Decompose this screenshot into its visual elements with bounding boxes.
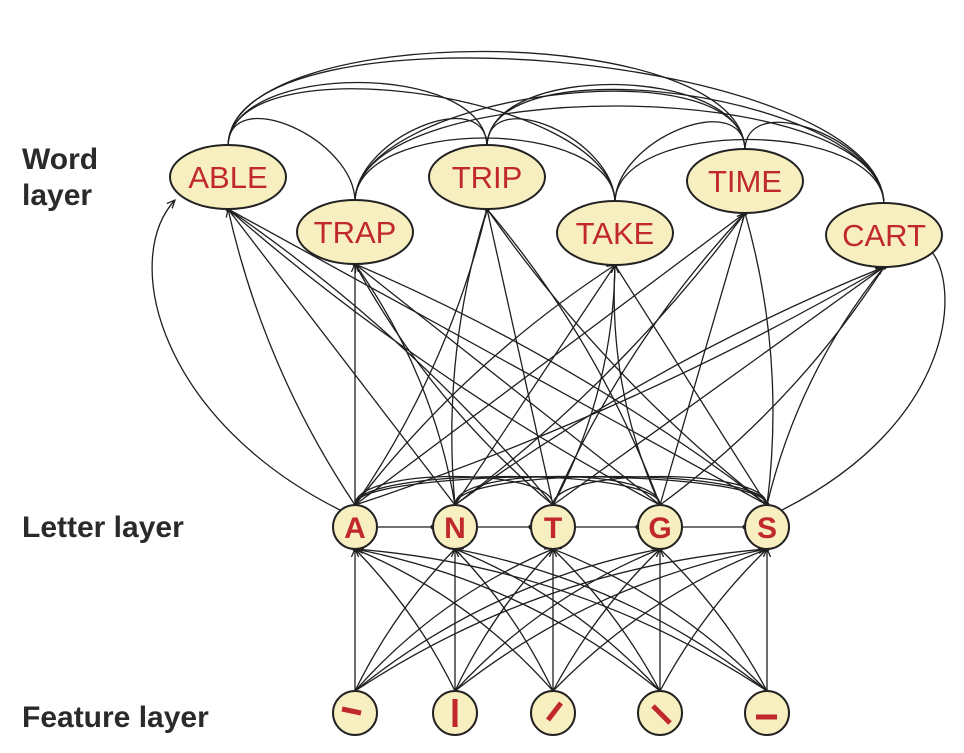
word-layer-label: Word layer bbox=[22, 143, 99, 212]
word-node-cart: CART bbox=[825, 202, 943, 268]
feature-letter-edge bbox=[552, 546, 663, 692]
word-node-label: TRIP bbox=[452, 160, 523, 195]
feature-letter-edge bbox=[552, 549, 767, 692]
word-node-trip: TRIP bbox=[428, 144, 546, 210]
letter-word-inhibition bbox=[612, 262, 768, 506]
letter-inhibition-edge bbox=[354, 475, 663, 508]
feature-node-short-horizontal-stroke bbox=[744, 690, 790, 736]
feature-letter-edge bbox=[354, 546, 458, 692]
feature-stroke-icon bbox=[341, 706, 362, 716]
letter-word-inhibition bbox=[484, 206, 768, 506]
letter-inhibition-edge bbox=[454, 475, 770, 508]
letter-node-g: G bbox=[637, 504, 683, 550]
letter-word-inhibition bbox=[354, 210, 748, 506]
feature-letter-edge bbox=[354, 549, 767, 692]
word-node-label: TIME bbox=[708, 164, 782, 199]
feature-letter-edge bbox=[454, 546, 770, 692]
feature-layer-label: Feature layer bbox=[22, 701, 209, 734]
feature-letter-edge bbox=[352, 546, 661, 692]
feature-stroke-icon bbox=[651, 704, 672, 725]
letter-node-label: S bbox=[757, 512, 777, 545]
feature-letter-edge bbox=[550, 546, 661, 692]
word-node-take: TAKE bbox=[556, 200, 674, 266]
feature-node-diagonal-stroke-reverse bbox=[637, 690, 683, 736]
letter-word-inhibition bbox=[352, 261, 456, 506]
feature-letter-edge bbox=[352, 546, 456, 692]
letter-node-s: S bbox=[744, 504, 790, 550]
letter-inhibition-edge bbox=[552, 475, 770, 508]
letter-word-inhibition bbox=[659, 210, 748, 506]
feature-node-horizontal-stroke bbox=[332, 690, 378, 736]
letter-node-label: T bbox=[544, 512, 562, 545]
letter-node-label: N bbox=[444, 512, 466, 545]
word-node-label: CART bbox=[842, 218, 926, 253]
word-node-able: ABLE bbox=[169, 144, 287, 210]
letter-word-inhibition bbox=[225, 206, 554, 506]
feature-letter-edge bbox=[355, 549, 554, 692]
letter-word-inhibition bbox=[454, 264, 887, 506]
word-node-time: TIME bbox=[686, 148, 804, 214]
letter-word-inhibition bbox=[742, 210, 774, 506]
letter-word-excitation bbox=[354, 267, 884, 506]
letter-layer-label: Letter layer bbox=[22, 511, 184, 544]
connections bbox=[151, 50, 946, 692]
letter-word-inhibition bbox=[225, 206, 456, 506]
feature-stroke-icon bbox=[546, 701, 563, 722]
word-node-label: TRAP bbox=[314, 215, 397, 250]
word-inhibition-edge bbox=[742, 121, 887, 208]
letter-word-inhibition bbox=[225, 206, 661, 506]
feature-layer bbox=[332, 690, 790, 736]
feature-letter-edge bbox=[657, 546, 768, 692]
feature-letter-edge bbox=[452, 546, 768, 692]
letter-word-excitation bbox=[354, 265, 615, 506]
feature-letter-edge bbox=[553, 549, 768, 692]
feature-letter-edge bbox=[355, 549, 768, 692]
letter-word-inhibition bbox=[766, 264, 887, 506]
outer-arc-edge bbox=[151, 200, 341, 511]
letter-node-t: T bbox=[530, 504, 576, 550]
letter-node-label: G bbox=[648, 512, 671, 545]
feature-letter-edge bbox=[659, 546, 770, 692]
feature-letter-edge bbox=[354, 549, 553, 692]
letter-word-excitation bbox=[228, 209, 356, 506]
letter-node-n: N bbox=[432, 504, 478, 550]
word-node-trap: TRAP bbox=[296, 199, 414, 265]
outer-arc-edge bbox=[781, 247, 946, 511]
feature-letter-edge bbox=[454, 546, 556, 692]
letter-word-inhibition bbox=[454, 210, 748, 506]
word-layer: ABLE TRAP TRIP TAKE TIME CART bbox=[169, 144, 943, 268]
word-node-label: ABLE bbox=[188, 160, 267, 195]
letter-inhibition-edge bbox=[454, 475, 663, 508]
letter-inhibition-edge bbox=[354, 475, 556, 508]
feature-letter-edge bbox=[454, 549, 660, 692]
feature-node-vertical-stroke bbox=[432, 690, 478, 736]
letter-node-a: A bbox=[332, 504, 378, 550]
letter-node-label: A bbox=[344, 512, 366, 545]
letter-word-inhibition bbox=[352, 261, 768, 506]
feature-node-diagonal-stroke bbox=[530, 690, 576, 736]
word-inhibition-edge bbox=[225, 88, 618, 206]
letter-word-inhibition bbox=[354, 206, 490, 506]
word-inhibition-edge bbox=[225, 50, 748, 154]
word-inhibition-edge bbox=[484, 88, 887, 208]
word-node-label: TAKE bbox=[576, 216, 655, 251]
letter-word-excitation bbox=[552, 213, 745, 506]
letter-word-inhibition bbox=[225, 206, 768, 506]
word-inhibition-edge bbox=[612, 121, 748, 206]
letter-word-inhibition bbox=[454, 262, 618, 506]
feature-letter-edge bbox=[455, 549, 661, 692]
letter-word-excitation bbox=[552, 267, 884, 506]
letter-word-inhibition bbox=[352, 261, 661, 506]
letter-word-excitation bbox=[487, 209, 554, 506]
letter-word-inhibition bbox=[451, 206, 490, 506]
feature-letter-edge bbox=[452, 546, 554, 692]
